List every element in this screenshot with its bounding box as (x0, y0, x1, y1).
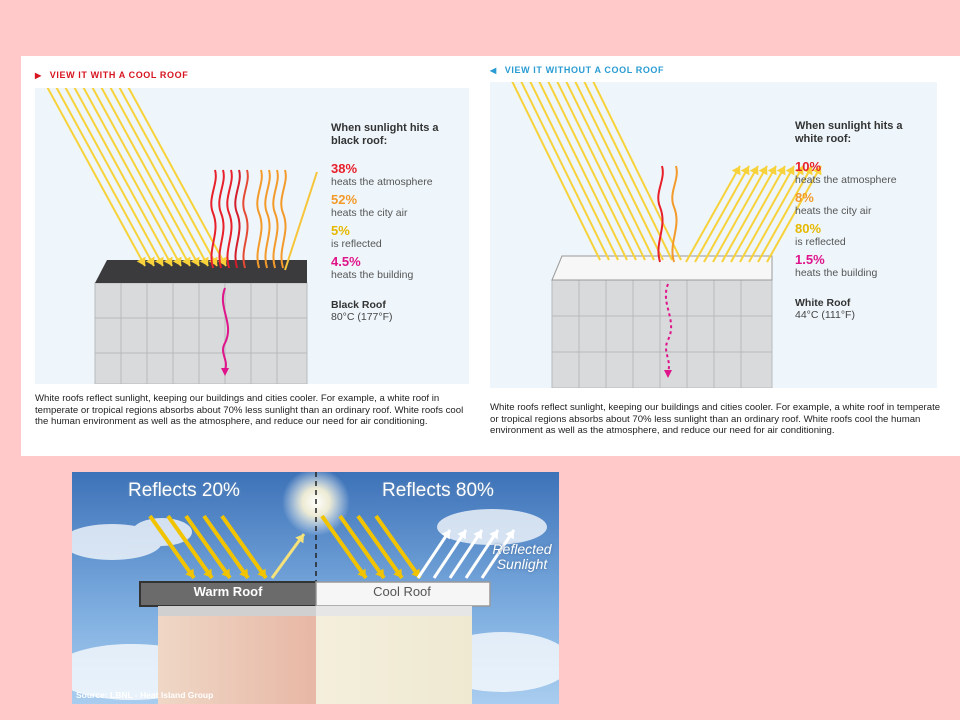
view-with-cool-roof-link[interactable]: ▶VIEW IT WITH A COOL ROOF (35, 70, 189, 80)
cool-roof-label: Cool Roof (373, 584, 431, 599)
roof-info: Black Roof 80°C (177°F) (331, 299, 393, 323)
legend-item-reflected: 80% is reflected (795, 221, 846, 249)
legend-item-atmosphere: 38% heats the atmosphere (331, 161, 433, 189)
cool-roof (315, 581, 491, 607)
photo-illustration (72, 472, 559, 704)
heat-into-building-arrow (221, 287, 230, 371)
white-roof (551, 255, 773, 281)
warm-vs-cool-roof-image: Reflects 20% Reflects 80% Reflected Sunl… (72, 472, 559, 704)
roof-info: White Roof 44°C (111°F) (795, 297, 855, 321)
legend-intro: When sunlight hits a white roof: (795, 120, 903, 145)
white-roof-diagram (511, 82, 822, 388)
black-roof (95, 260, 307, 283)
legend-intro: When sunlight hits a black roof: (331, 122, 439, 147)
legend-item-city-air: 8% heats the city air (795, 190, 872, 218)
white-roof-column: ◀VIEW IT WITHOUT A COOL ROOF (486, 56, 960, 456)
source-credit: Source: LBNL - Heat Island Group (76, 690, 214, 700)
black-roof-legend: When sunlight hits a black roof: 38% hea… (331, 122, 461, 323)
reflects-20-label: Reflects 20% (128, 480, 240, 501)
cool-building (316, 616, 472, 704)
comparison-panel: ▶VIEW IT WITH A COOL ROOF (21, 56, 960, 456)
white-roof-legend: When sunlight hits a white roof: 10% hea… (795, 120, 925, 321)
white-roof-illustration (490, 82, 937, 388)
triangle-right-icon: ▶ (35, 71, 42, 80)
black-roof-diagram (46, 88, 318, 384)
reflected-sunlight-label: Reflected Sunlight (492, 541, 552, 572)
building-body (551, 279, 773, 388)
legend-item-city-air: 52% heats the city air (331, 192, 408, 220)
legend-item-building: 4.5% heats the building (331, 254, 414, 282)
photo-sun-rays (148, 514, 516, 580)
warm-roof-label: Warm Roof (193, 584, 263, 599)
legend-item-building: 1.5% heats the building (795, 252, 878, 280)
sun-rays (46, 88, 227, 267)
triangle-left-icon: ◀ (490, 66, 497, 75)
legend-item-reflected: 5% is reflected (331, 223, 382, 251)
reflects-80-label: Reflects 80% (382, 480, 494, 501)
sun-rays (511, 82, 682, 261)
heat-into-building-arrow (664, 283, 673, 373)
caption-text: White roofs reflect sunlight, keeping ou… (35, 393, 464, 428)
reflected-rays (685, 165, 822, 263)
black-roof-column: ▶VIEW IT WITH A COOL ROOF (21, 56, 469, 456)
black-roof-illustration (35, 88, 469, 384)
warm-building (158, 616, 316, 704)
legend-item-atmosphere: 10% heats the atmosphere (795, 159, 897, 187)
view-without-cool-roof-link[interactable]: ◀VIEW IT WITHOUT A COOL ROOF (490, 65, 665, 75)
building-body (94, 282, 308, 384)
caption-text: White roofs reflect sunlight, keeping ou… (490, 402, 941, 437)
